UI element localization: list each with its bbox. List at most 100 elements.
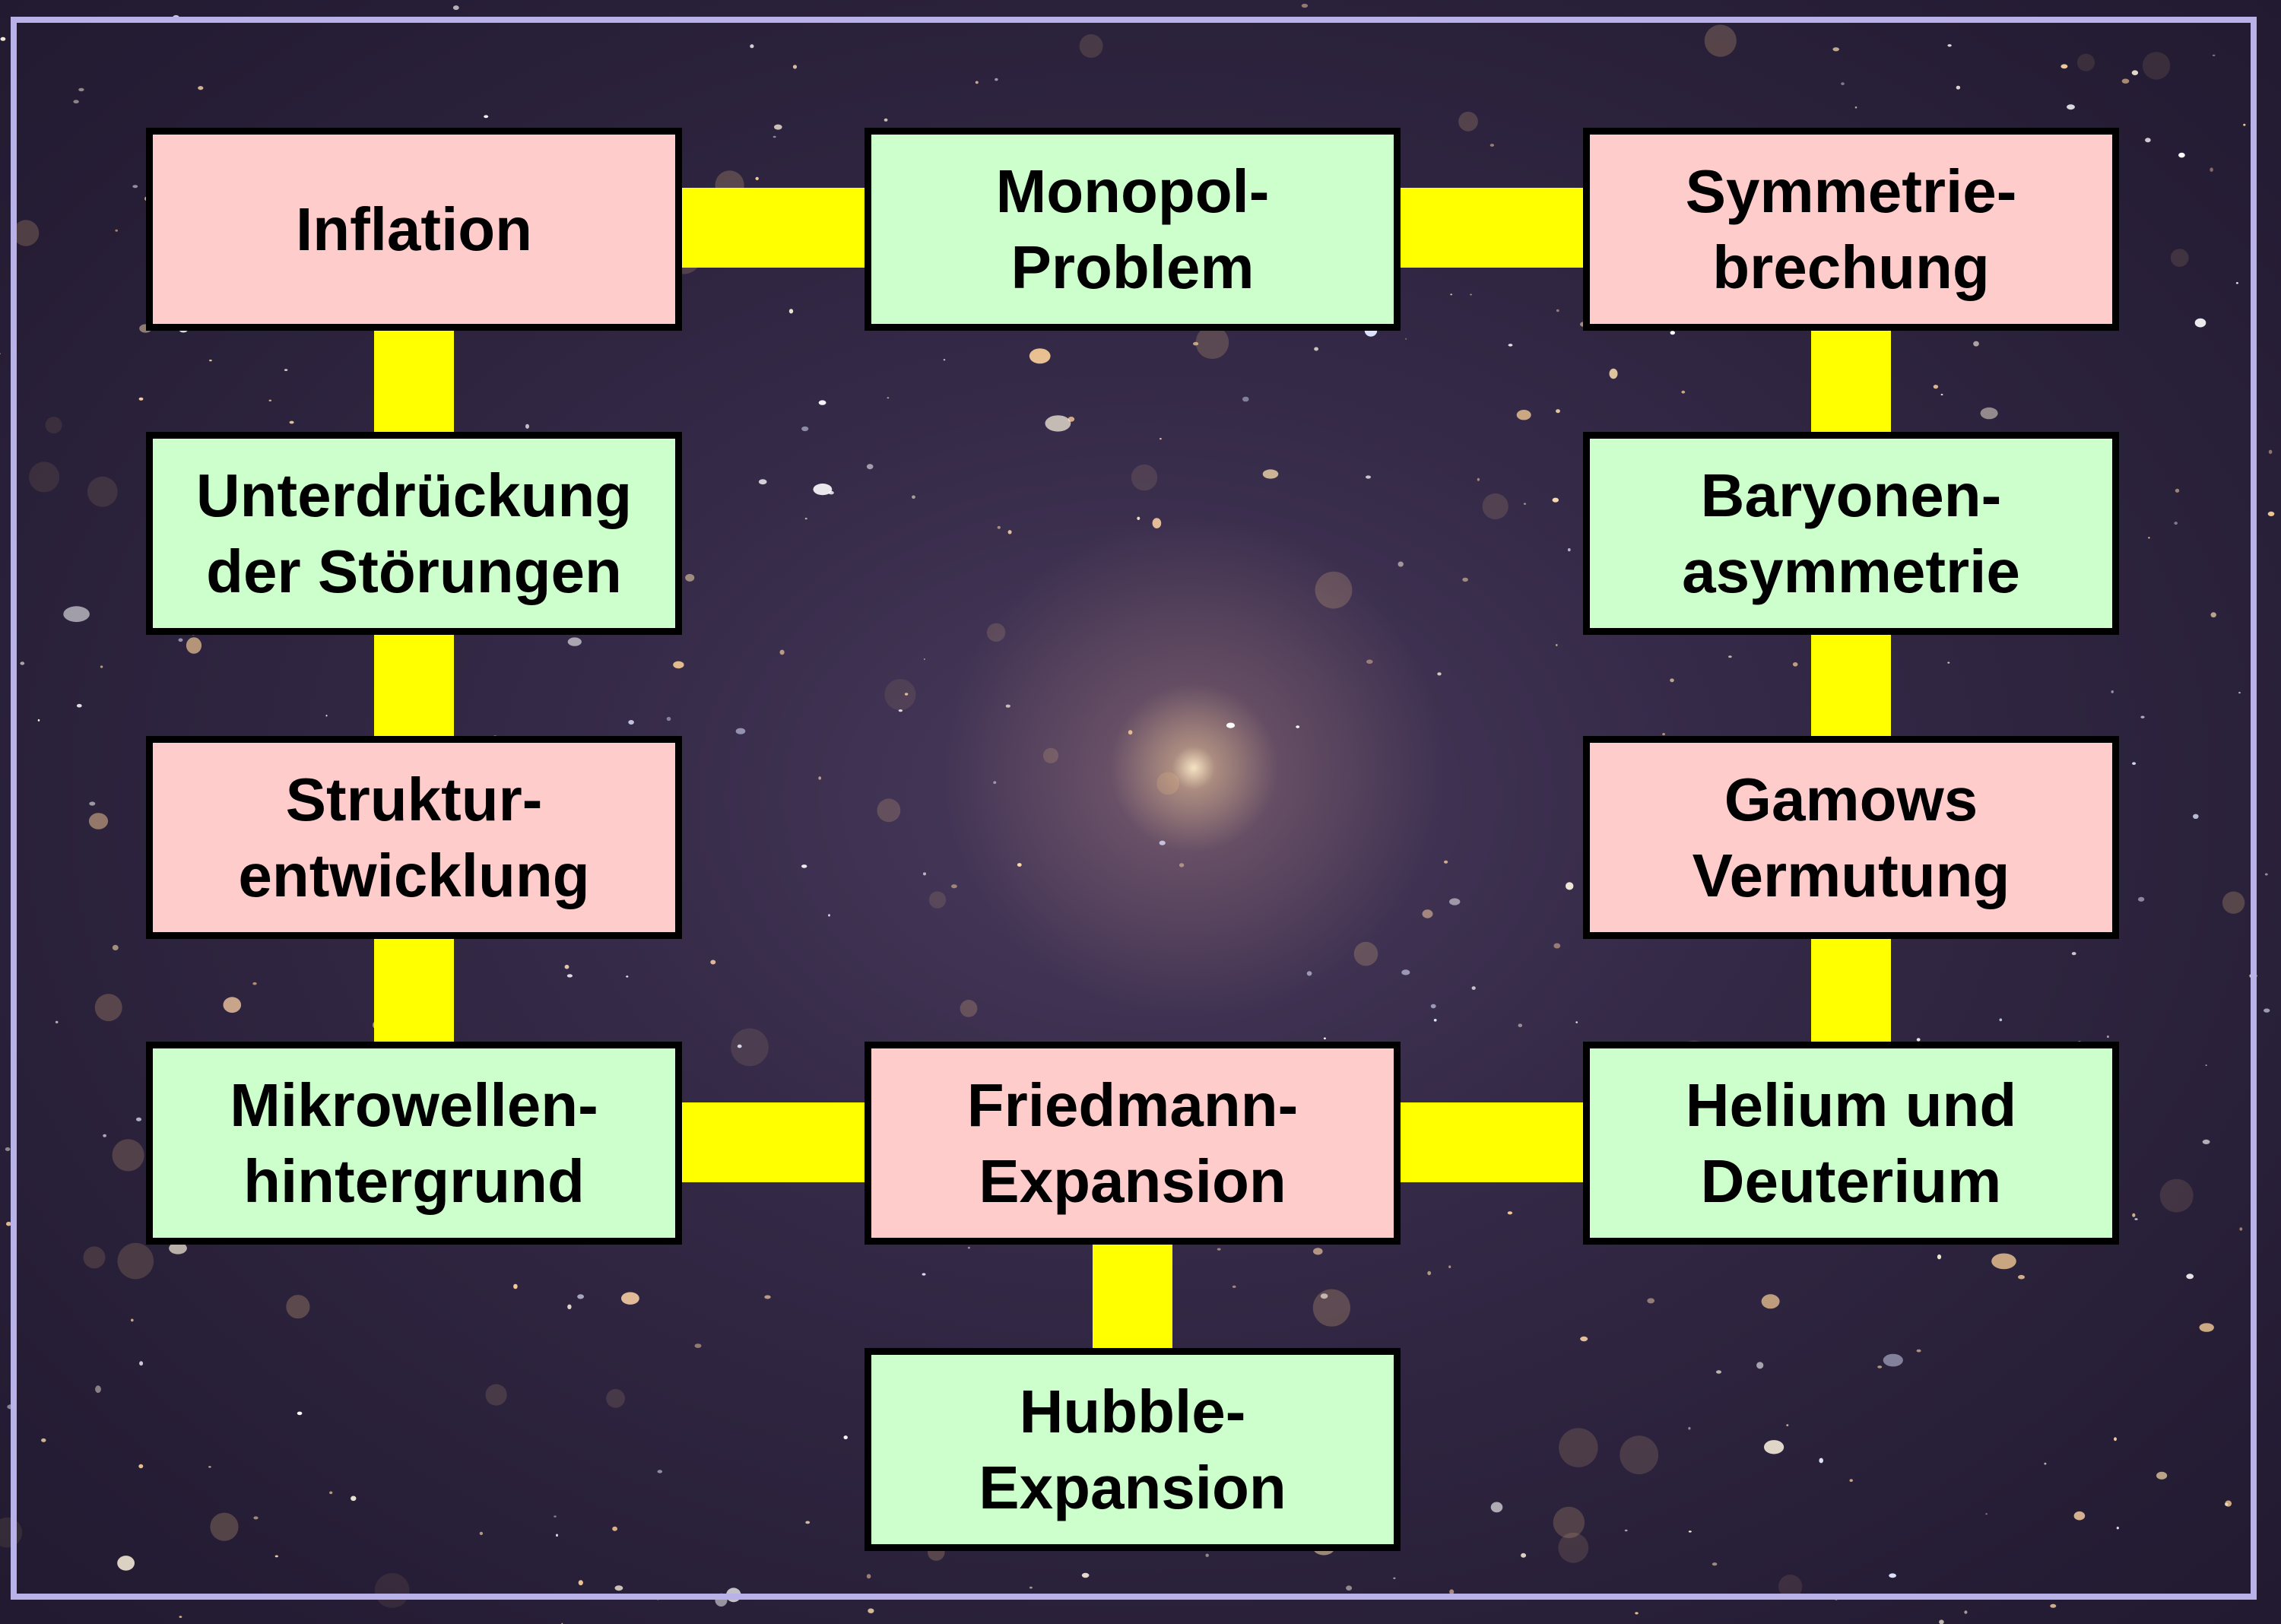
star [1523, 503, 1527, 505]
star [1193, 341, 1199, 346]
star [253, 1516, 259, 1520]
star [2140, 715, 2145, 718]
star [975, 81, 979, 84]
star [1205, 1553, 1209, 1557]
connector-symmetrie-baryonen [1811, 331, 1891, 433]
star [755, 176, 759, 180]
connector-gamows-helium [1811, 939, 1891, 1042]
node-helium-deuterium: Helium und Deuterium [1583, 1042, 2119, 1245]
star [76, 703, 82, 708]
star [1662, 733, 1665, 736]
star [2132, 1213, 2136, 1217]
star [117, 1556, 135, 1571]
star [2224, 1502, 2229, 1506]
galaxy-glow [1558, 1532, 1589, 1563]
star [1449, 1589, 1455, 1595]
star [1728, 655, 1732, 658]
star [1320, 1293, 1328, 1299]
galaxy-glow [2222, 891, 2245, 914]
galaxy-glow [112, 1139, 144, 1172]
galaxy-glow [1482, 493, 1509, 520]
galaxy-glow [986, 623, 1006, 642]
star [750, 44, 754, 49]
galaxy-glow [485, 1384, 507, 1406]
star [1933, 385, 1939, 389]
galaxy-glow [2159, 1178, 2194, 1213]
star [1670, 331, 1675, 335]
galaxy-glow [29, 462, 60, 493]
star [737, 1044, 742, 1048]
star [2050, 1603, 2057, 1608]
star [112, 944, 119, 950]
node-baryonenasymmetrie: Baryonen- asymmetrie [1583, 432, 2119, 635]
star [554, 1515, 557, 1518]
galaxy-glow [1079, 34, 1103, 58]
node-helium-deuterium-label: Helium und Deuterium [1685, 1071, 2017, 1215]
star [115, 229, 118, 232]
star [1313, 1248, 1323, 1255]
star [764, 1295, 771, 1299]
star [1081, 1572, 1090, 1578]
star [2178, 152, 2185, 158]
star [289, 420, 294, 424]
star [1450, 293, 1453, 296]
star [1430, 1004, 1436, 1009]
star [779, 649, 785, 655]
galaxy-glow [117, 1242, 154, 1280]
star [804, 517, 807, 520]
star [818, 400, 826, 405]
star [1470, 293, 1472, 296]
star [2193, 814, 2199, 820]
node-unterdrueckung-label: Unterdrückung der Störungen [195, 461, 633, 605]
star [1437, 672, 1442, 676]
star [577, 1294, 584, 1299]
star [1397, 561, 1404, 567]
node-hubble-expansion: Hubble- Expansion [864, 1348, 1401, 1551]
star [2186, 1274, 2194, 1280]
node-hubble-expansion-label: Hubble- Expansion [979, 1377, 1286, 1521]
star [178, 638, 183, 642]
star [2235, 282, 2238, 284]
star [628, 720, 634, 725]
star [922, 1273, 926, 1276]
star [2071, 952, 2076, 956]
star [828, 490, 834, 495]
star [1449, 898, 1461, 906]
star [567, 1304, 572, 1310]
star [2267, 511, 2275, 517]
star [818, 776, 821, 780]
star [1964, 1610, 1968, 1614]
star [20, 661, 25, 665]
node-symmetriebrechung-label: Symmetrie- brechung [1685, 157, 2017, 301]
star [1716, 1370, 1721, 1374]
node-strukturentwicklung: Struktur- entwicklung [146, 736, 682, 939]
star [868, 1608, 874, 1613]
star [5, 1147, 11, 1151]
galaxy-glow [210, 1512, 239, 1541]
star [1681, 390, 1686, 394]
node-baryonenasymmetrie-label: Baryonen- asymmetrie [1682, 461, 2020, 605]
star [2148, 537, 2150, 539]
star [1045, 415, 1071, 432]
star [1007, 530, 1012, 534]
star [1152, 518, 1162, 528]
star [55, 1020, 59, 1023]
star [1937, 1254, 1942, 1260]
star [1947, 661, 1950, 664]
galaxy-glow [1195, 325, 1229, 360]
galaxy-glow [1042, 747, 1059, 763]
star [884, 118, 888, 122]
star [1688, 1426, 1691, 1430]
connector-inflation-unterdrueckung [374, 331, 454, 433]
galaxy-glow [1353, 941, 1378, 966]
star [2210, 167, 2213, 172]
star [1786, 1424, 1789, 1426]
star [2137, 896, 2145, 902]
node-gamows-vermutung-label: Gamows Vermutung [1692, 765, 2010, 909]
star [1877, 1365, 1883, 1369]
star [179, 1616, 182, 1618]
star [0, 36, 6, 41]
star [1624, 1529, 1628, 1532]
node-mikrowellenhintergrund: Mikrowellen- hintergrund [146, 1042, 682, 1245]
star [564, 964, 569, 969]
